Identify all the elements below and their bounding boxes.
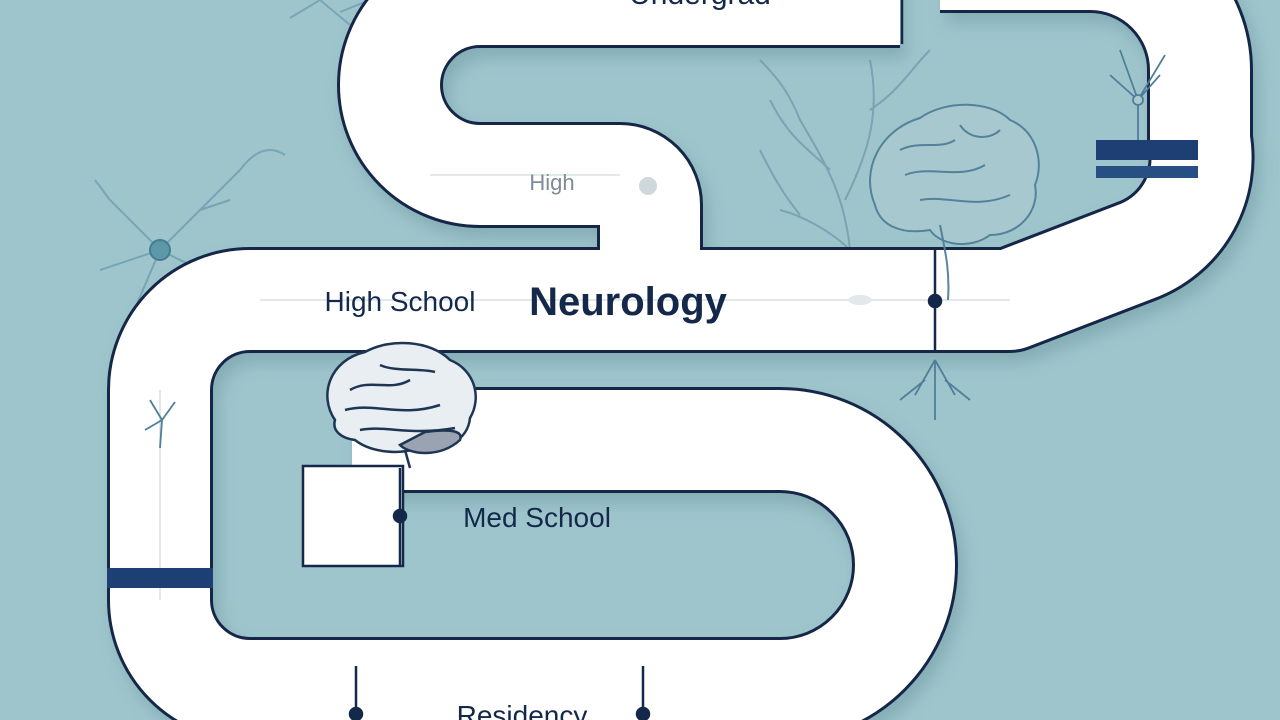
label-high-school: High School	[325, 286, 476, 317]
tree-branches-icon	[759, 49, 931, 251]
lane-lines	[159, 174, 1010, 600]
label-med-school: Med School	[463, 502, 611, 533]
milestone-markers	[348, 0, 943, 720]
brain-icon	[869, 103, 1040, 301]
accent-band	[107, 568, 213, 588]
neuron-icon	[144, 49, 1166, 449]
career-road	[107, 0, 1255, 720]
step-block	[301, 464, 405, 568]
decor-dot	[639, 177, 657, 195]
decor-dot	[848, 295, 872, 305]
label-high-faint: High	[529, 170, 574, 195]
label-undergrad: Undergrad	[629, 0, 771, 11]
label-residency: Residency	[457, 700, 588, 720]
label-neurology: Neurology	[529, 280, 728, 324]
accent-band	[1096, 140, 1198, 160]
brain-icon	[326, 341, 477, 469]
accent-band	[1096, 166, 1198, 178]
